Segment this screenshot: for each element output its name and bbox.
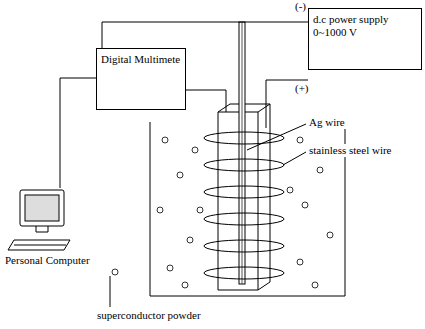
computer-icon (8, 190, 70, 250)
part-label: superconductor powder (96, 309, 202, 322)
part-label: Ag wire (308, 116, 346, 129)
terminal-sign: (-) (294, 0, 307, 13)
coil-winding (204, 240, 284, 252)
node-label: d.c power supply 0~1000 V (313, 13, 417, 39)
part-label: stainless steel wire (308, 144, 392, 157)
powder-particle (162, 137, 168, 143)
stainless-steel-coil (204, 132, 284, 279)
powder-particle (167, 265, 173, 271)
powder-particle (312, 282, 318, 288)
power-supply-box: d.c power supply 0~1000 V (308, 8, 422, 70)
powder-particle (297, 259, 303, 265)
probe-wire (186, 90, 226, 112)
coil-winding (204, 267, 284, 279)
coil-winding (204, 159, 284, 171)
ag-wire-rod (239, 22, 245, 284)
wire (102, 22, 308, 48)
powder-particle (192, 147, 198, 153)
leader-line (283, 152, 306, 165)
coil-winding (204, 186, 284, 198)
coil-winding (204, 213, 284, 225)
powder-particle (157, 207, 163, 213)
powder-particle (187, 237, 193, 243)
powder-particle (112, 269, 118, 275)
node-label: Digital Multimete (101, 53, 181, 66)
signal-wire (60, 78, 96, 188)
powder-particle (182, 282, 188, 288)
part-label: Personal Computer (4, 254, 91, 267)
superconductor-powder (112, 137, 333, 288)
leader-line (247, 124, 306, 150)
ag-wire-core (242, 22, 243, 284)
powder-particle (197, 207, 203, 213)
powder-particle (302, 202, 308, 208)
powder-particle (297, 137, 303, 143)
powder-particle (177, 172, 183, 178)
powder-particle (287, 187, 293, 193)
leader-line (110, 276, 111, 307)
powder-particle (327, 232, 333, 238)
coil-winding (204, 132, 284, 144)
terminal-sign: (+) (294, 82, 310, 95)
powder-particle (317, 167, 323, 173)
multimeter-box: Digital Multimete (96, 48, 186, 110)
